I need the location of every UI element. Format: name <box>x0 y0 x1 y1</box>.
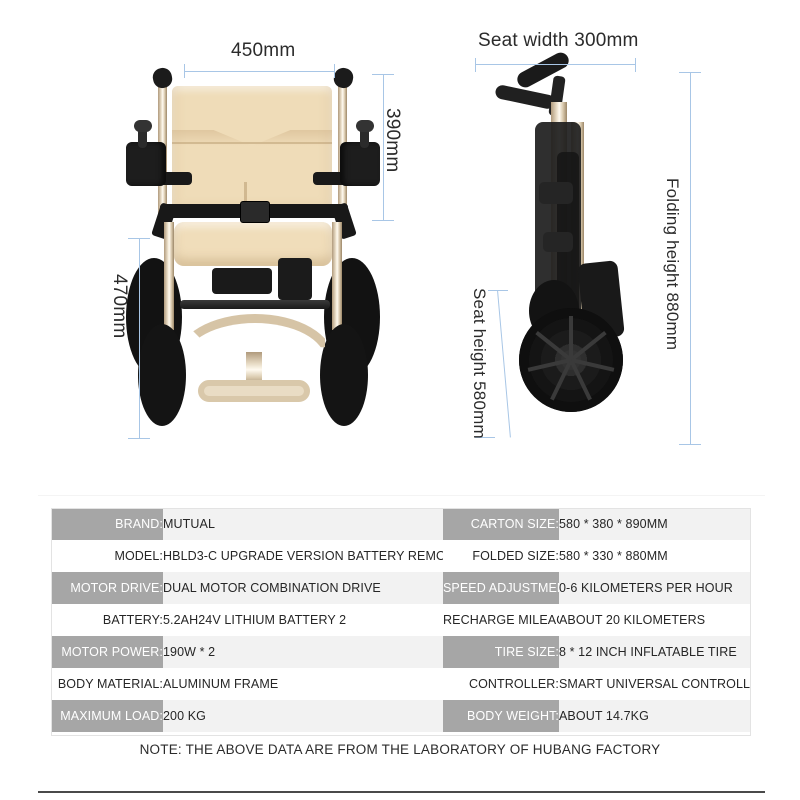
table-row: MOTOR DRIVE: DUAL MOTOR COMBINATION DRIV… <box>51 572 751 604</box>
dimtick-seat-height-bottom <box>475 437 495 438</box>
table-row: BRAND: MUTUAL CARTON SIZE: 580 * 380 * 8… <box>51 508 751 540</box>
section-divider <box>38 495 765 496</box>
spec-label-controller: CONTROLLER: <box>443 668 559 700</box>
dimline-450mm <box>184 71 334 72</box>
footplate <box>198 380 310 402</box>
spec-label-brand: BRAND: <box>51 508 163 540</box>
table-row: MODEL: HBLD3-C UPGRADE VERSION BATTERY R… <box>51 540 751 572</box>
dimline-390mm <box>383 74 384 220</box>
spec-label-model: MODEL: <box>51 540 163 572</box>
spec-value-controller: SMART UNIVERSAL CONTROLLER <box>559 668 751 700</box>
dimtick-folding-height-bottom <box>679 444 701 445</box>
dimlabel-folding-height: Folding height 880mm <box>663 178 682 351</box>
dimtick-390mm-top <box>372 74 394 75</box>
spec-table-body: BRAND: MUTUAL CARTON SIZE: 580 * 380 * 8… <box>51 508 751 732</box>
spec-label-body-weight: BODY WEIGHT: <box>443 700 559 732</box>
spec-label-motor-power: MOTOR POWER: <box>51 636 163 668</box>
spec-value-maximum-load: 200 KG <box>163 700 443 732</box>
spec-label-maximum-load: MAXIMUM LOAD: <box>51 700 163 732</box>
dimtick-470mm-top <box>128 238 150 239</box>
joystick-controller-left <box>126 142 166 186</box>
wheel-spoke <box>569 316 573 360</box>
spec-value-motor-drive: DUAL MOTOR COMBINATION DRIVE <box>163 572 443 604</box>
dimtick-seat-width-left <box>475 58 476 72</box>
front-wheel-left <box>138 324 186 426</box>
spec-label-motor-drive: MOTOR DRIVE: <box>51 572 163 604</box>
dimtick-390mm-bottom <box>372 220 394 221</box>
dimlabel-seat-height: Seat height 580mm <box>470 288 489 439</box>
spec-value-speed-adjustment: 0-6 KILOMETERS PER HOUR <box>559 572 751 604</box>
dimlabel-470mm: 470mm <box>109 274 130 339</box>
spec-label-body-material: BODY MATERIAL: <box>51 668 163 700</box>
bottom-rule <box>38 791 765 793</box>
spec-value-battery: 5.2AH24V LITHIUM BATTERY 2 <box>163 604 443 636</box>
folding-clamp-upper <box>539 182 573 204</box>
spec-label-battery: BATTERY: <box>51 604 163 636</box>
front-view-wheelchair <box>120 62 390 462</box>
push-grip-left <box>151 66 174 90</box>
dimlabel-seat-width: Seat width 300mm <box>478 30 639 51</box>
spec-value-brand: MUTUAL <box>163 508 443 540</box>
joystick-knob-left <box>134 120 152 132</box>
dimtick-470mm-bottom <box>128 438 150 439</box>
spec-value-body-weight: ABOUT 14.7KG <box>559 700 751 732</box>
backrest-seam <box>244 182 247 218</box>
dimline-folding-height <box>690 72 691 444</box>
spec-value-recharge-mileage: ABOUT 20 KILOMETERS <box>559 604 751 636</box>
table-row: BATTERY: 5.2AH24V LITHIUM BATTERY 2 RECH… <box>51 604 751 636</box>
footer-note: NOTE: THE ABOVE DATA ARE FROM THE LABORA… <box>139 742 661 757</box>
side-frame-right <box>332 222 342 330</box>
dimtick-folding-height-top <box>679 72 701 73</box>
joystick-controller-right <box>340 142 380 186</box>
joystick-stem-left <box>138 126 147 148</box>
joystick-stem-right <box>360 126 369 148</box>
folded-side-view-wheelchair <box>494 49 655 462</box>
spec-value-motor-power: 190W * 2 <box>163 636 443 668</box>
seat-belt-buckle <box>240 201 270 223</box>
cross-bar <box>180 300 330 309</box>
spec-value-tire-size: 8 * 12 INCH INFLATABLE TIRE <box>559 636 751 668</box>
spec-value-body-material: ALUMINUM FRAME <box>163 668 443 700</box>
table-row: MOTOR POWER: 190W * 2 TIRE SIZE: 8 * 12 … <box>51 636 751 668</box>
dimline-470mm <box>139 238 140 438</box>
spec-value-model: HBLD3-C UPGRADE VERSION BATTERY REMOVABL… <box>163 540 443 572</box>
spec-value-folded-size: 580 * 330 * 880MM <box>559 540 751 572</box>
side-frame-left <box>164 222 174 330</box>
spec-label-folded-size: FOLDED SIZE: <box>443 540 559 572</box>
dimtick-seat-height-top <box>488 290 508 291</box>
push-grip-right <box>332 66 355 90</box>
spec-label-recharge-mileage: RECHARGE MILEAGE: <box>443 604 559 636</box>
dimtick-seat-width-right <box>635 58 636 72</box>
lower-frame-arch <box>176 314 334 360</box>
spec-table: BRAND: MUTUAL CARTON SIZE: 580 * 380 * 8… <box>51 508 751 732</box>
backrest-cushion <box>172 86 332 216</box>
dimtick-450mm-left <box>184 64 185 78</box>
joystick-knob-right <box>356 120 374 132</box>
front-wheel-right <box>320 324 368 426</box>
spec-label-speed-adjustment: SPEED ADJUSTMENT: <box>443 572 559 604</box>
folding-clamp-lower <box>543 232 573 252</box>
specification-table: BRAND: MUTUAL CARTON SIZE: 580 * 380 * 8… <box>51 508 751 736</box>
footplate-stem <box>246 352 262 386</box>
table-row: MAXIMUM LOAD: 200 KG BODY WEIGHT: ABOUT … <box>51 700 751 732</box>
product-illustration-area: 450mm 390mm 470mm Seat width 300mm Foldi… <box>0 0 800 495</box>
table-row: BODY MATERIAL: ALUMINUM FRAME CONTROLLER… <box>51 668 751 700</box>
motor-housing <box>278 258 312 300</box>
spec-label-tire-size: TIRE SIZE: <box>443 636 559 668</box>
dimline-seat-width <box>475 64 635 65</box>
spec-value-carton-size: 580 * 380 * 890MM <box>559 508 751 540</box>
spec-label-carton-size: CARTON SIZE: <box>443 508 559 540</box>
dimlabel-450mm: 450mm <box>231 40 296 61</box>
battery-box <box>212 268 272 294</box>
folded-handle-lower <box>494 83 556 111</box>
dimtick-450mm-right <box>334 64 335 78</box>
dimlabel-390mm: 390mm <box>382 108 403 173</box>
